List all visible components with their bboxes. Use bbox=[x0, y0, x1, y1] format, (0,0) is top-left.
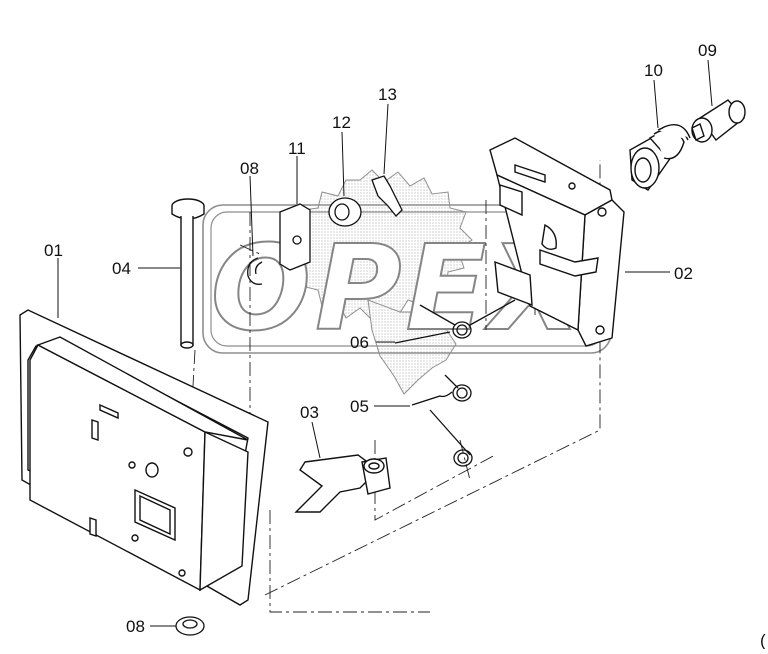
corner-mark: ( bbox=[760, 631, 766, 649]
callout-10: 10 bbox=[644, 61, 663, 80]
callout-08-top: 08 bbox=[240, 159, 259, 178]
latch bbox=[294, 454, 391, 513]
washer bbox=[328, 197, 362, 227]
callout-labels: 01 02 03 04 05 06 08 08 09 10 11 12 13 ( bbox=[44, 41, 766, 650]
callout-02: 02 bbox=[674, 264, 693, 283]
link-lever bbox=[371, 175, 403, 217]
e-ring-top bbox=[247, 257, 263, 285]
lock-plate bbox=[279, 203, 311, 271]
callout-08-bottom: 08 bbox=[126, 617, 145, 636]
callout-04: 04 bbox=[112, 259, 131, 278]
callout-13: 13 bbox=[378, 85, 397, 104]
leader-lines bbox=[57, 59, 713, 627]
pivot-pin bbox=[171, 198, 205, 349]
callout-03: 03 bbox=[300, 403, 319, 422]
spring-06 bbox=[394, 299, 516, 344]
spring-05 bbox=[411, 374, 473, 467]
callout-05: 05 bbox=[350, 397, 369, 416]
lock-cylinder bbox=[629, 124, 691, 191]
e-ring-bottom bbox=[175, 616, 205, 636]
key-plug bbox=[691, 99, 746, 143]
callout-11: 11 bbox=[288, 139, 306, 158]
lock-body-plate bbox=[19, 309, 269, 606]
callout-09: 09 bbox=[698, 41, 717, 60]
callout-06: 06 bbox=[350, 333, 369, 352]
striker-bracket bbox=[489, 137, 625, 347]
callout-12: 12 bbox=[332, 113, 351, 132]
callout-01: 01 bbox=[44, 241, 63, 260]
